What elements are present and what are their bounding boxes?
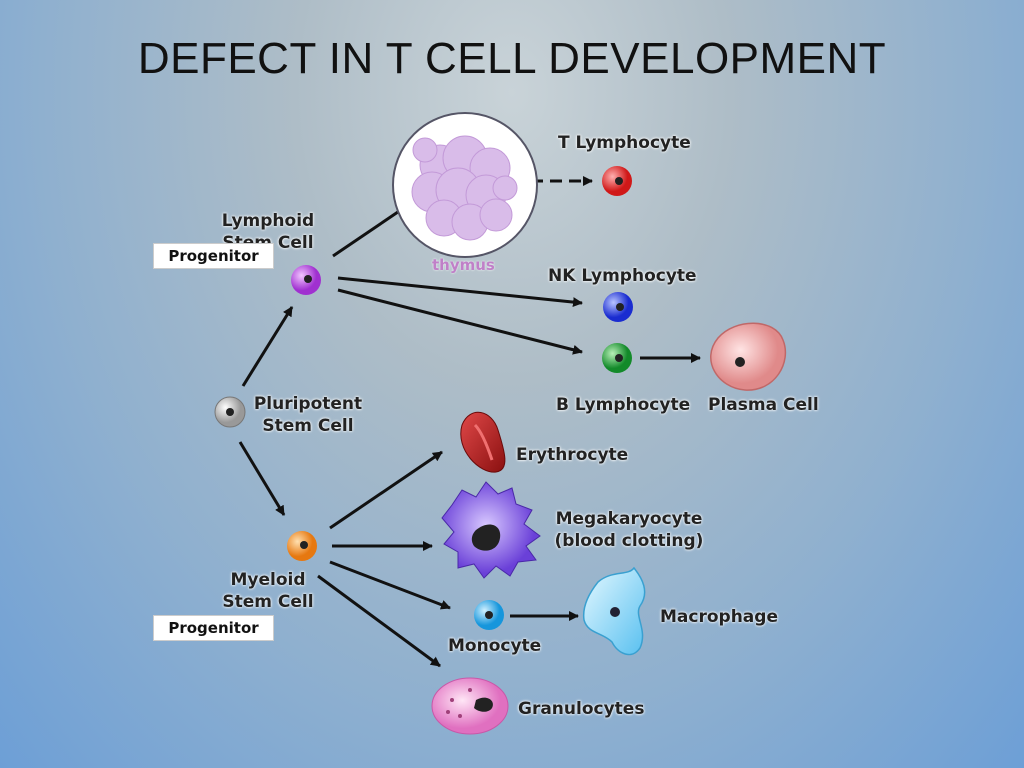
arrow-myeloid-to-erythrocyte: [329, 450, 443, 530]
nk-lymphocyte-label: NK Lymphocyte: [548, 266, 697, 286]
pluripotent-stem-cell-label: Pluripotent Stem Cell: [252, 393, 364, 437]
myeloid-label-line2: Stem Cell: [222, 592, 314, 612]
arrow-pluripotent-to-myeloid: [238, 441, 286, 516]
nk-lymphocyte-cell: [603, 292, 633, 322]
monocyte-label: Monocyte: [448, 636, 542, 656]
arrow-lymphoid-to-b: [337, 288, 583, 355]
plasma-cell-label: Plasma Cell: [708, 395, 819, 415]
t-lymphocyte-label: T Lymphocyte: [558, 133, 691, 153]
megakaryocyte-label-line1: Megakaryocyte: [555, 509, 703, 529]
myeloid-label-line1: Myeloid: [230, 570, 306, 590]
arrow-lymphoid-to-nk: [337, 276, 583, 308]
macrophage-label: Macrophage: [660, 607, 778, 627]
megakaryocyte-cell: [441, 481, 541, 579]
monocyte-cell: [474, 600, 504, 630]
pluripotent-label-line1: Pluripotent: [253, 394, 363, 414]
thymus-label: thymus: [432, 256, 495, 274]
pluripotent-stem-cell: [214, 396, 246, 428]
granulocyte-cell: [431, 677, 509, 735]
granulocytes-label: Granulocytes: [518, 699, 645, 719]
page-title: DEFECT IN T CELL DEVELOPMENT: [137, 34, 887, 83]
lymphoid-label-line1: Lymphoid: [221, 211, 315, 231]
thymus-organ: [392, 112, 538, 258]
plasma-cell: [710, 322, 787, 391]
b-lymphocyte-cell: [602, 343, 632, 373]
arrow-myeloid-to-granulocytes: [317, 574, 441, 668]
arrow-pluripotent-to-lymphoid: [241, 306, 294, 387]
erythrocyte-label: Erythrocyte: [516, 445, 629, 465]
t-lymphocyte-cell: [602, 166, 632, 196]
progenitor-box-myeloid: Progenitor: [153, 615, 274, 641]
myeloid-stem-cell: [287, 531, 317, 561]
megakaryocyte-label-line2: (blood clotting): [554, 531, 704, 551]
myeloid-stem-cell-label: Myeloid Stem Cell: [220, 569, 316, 613]
b-lymphocyte-label: B Lymphocyte: [556, 395, 691, 415]
megakaryocyte-label: Megakaryocyte (blood clotting): [554, 508, 704, 552]
lymphoid-stem-cell: [291, 265, 321, 295]
erythrocyte-cell: [460, 411, 506, 473]
macrophage-cell: [582, 566, 646, 656]
arrow-myeloid-to-monocyte: [329, 560, 451, 610]
pluripotent-label-line2: Stem Cell: [262, 416, 354, 436]
progenitor-box-lymphoid: Progenitor: [153, 243, 274, 269]
